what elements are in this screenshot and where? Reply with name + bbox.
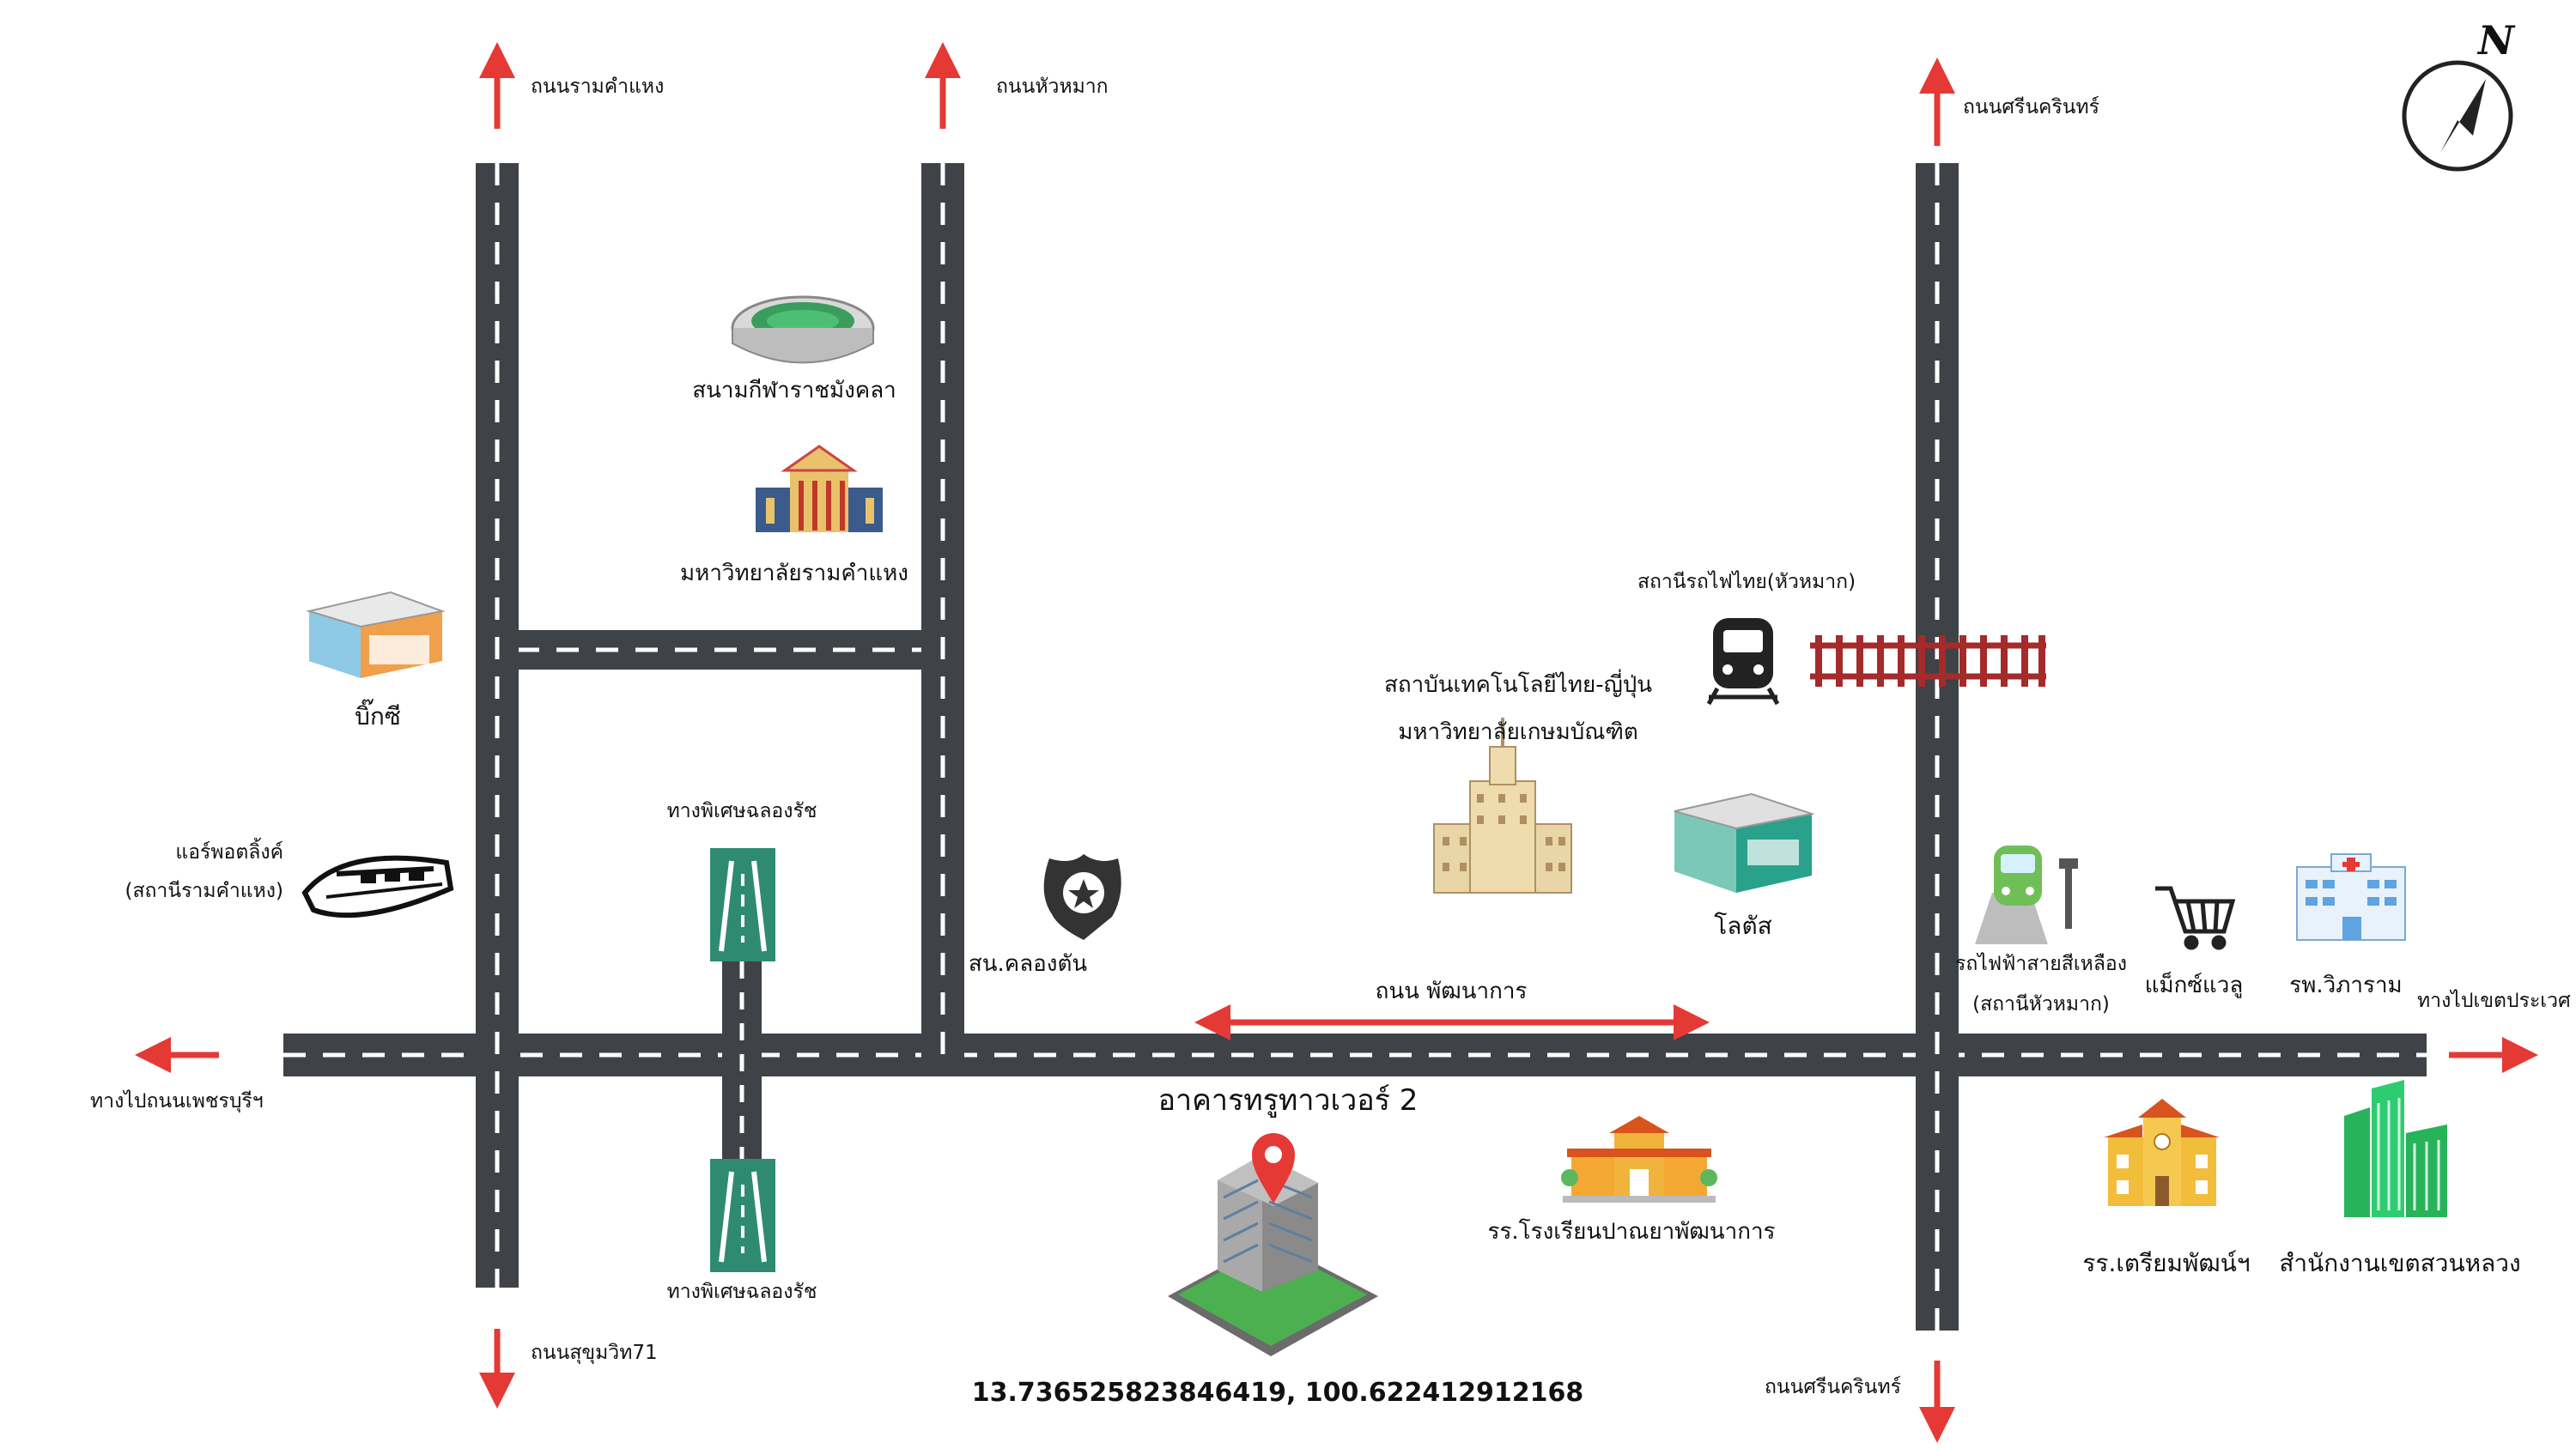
label-expressway-north: ทางพิเศษฉลองรัช: [666, 800, 817, 822]
label-to-prawet: ทางไปเขตประเวศ: [2417, 990, 2571, 1012]
university-icon: [756, 445, 883, 532]
yellow-line-train-icon: [1975, 846, 2078, 944]
label-yellow-line: รถไฟฟ้าสายสีเหลือง: [1955, 953, 2127, 975]
railway-track-icon: [1810, 635, 2046, 687]
label-big-c: บิ๊กซี: [355, 702, 401, 731]
label-makro: แม็กซ์แวลู: [2144, 973, 2244, 998]
label-district-office: สำนักงานเขตสวนหลวง: [2279, 1249, 2521, 1277]
bigc-building-icon: [306, 591, 446, 678]
label-ramkhamhaeng-university: มหาวิทยาลัยรามคำแหง: [680, 561, 908, 586]
expressway-sign-north-icon: [710, 848, 775, 961]
train-icon: [1706, 618, 1780, 706]
expressway-sign-south-icon: [710, 1159, 775, 1272]
direction-arrows: [135, 42, 2538, 1443]
label-rajamangala-stadium: สนามกีฬาราชมังคลา: [692, 378, 896, 403]
location-pin-icon: [1252, 1133, 1295, 1203]
label-road-sukhumvit71: ถนนสุขุมวิท71: [531, 1342, 658, 1364]
label-panyapatthanakan-school: รร.โรงเรียนปาณยาพัฒนาการ: [1487, 1219, 1776, 1245]
label-train-station: สถานีรถไฟไทย(หัวหมาก): [1637, 571, 1856, 593]
label-tni: สถาบันเทคโนโลยีไทย-ญี่ปุ่น: [1383, 672, 1653, 698]
label-lotus: โลตัส: [1714, 912, 1772, 940]
police-badge-icon: [1043, 854, 1121, 940]
label-triam-school: รร.เตรียมพัฒน์ฯ: [2082, 1249, 2251, 1277]
label-airport-link-name: แอร์พอตลิ้งค์: [175, 841, 283, 864]
label-destination: อาคารทรูทาวเวอร์ 2: [1157, 1083, 1419, 1118]
lotus-building-icon: [1674, 792, 1815, 893]
label-airport-link-station: (สถานีรามคำแหง): [125, 880, 284, 902]
label-to-phetchaburi: ทางไปถนนเพชรบุรีฯ: [90, 1090, 264, 1113]
label-road-ramkhamhaeng: ถนนรามคำแหง: [531, 76, 665, 98]
label-road-phatthanakan: ถนน พัฒนาการ: [1375, 979, 1528, 1004]
office-buildings-icon: [2344, 1080, 2447, 1217]
roads: [283, 163, 2427, 1331]
label-coordinates: 13.736525823846419, 100.622412912168: [971, 1378, 1584, 1408]
label-police-station: สน.คลองตัน: [968, 951, 1088, 977]
label-road-huamak: ถนนหัวหมาก: [996, 76, 1109, 98]
label-yellow-line-station: (สถานีหัวหมาก): [1972, 993, 2110, 1016]
stadium-icon: [731, 295, 875, 364]
university-tower-icon: [1433, 718, 1572, 894]
school-icon: [1561, 1116, 1717, 1203]
label-road-srinakarin-south: ถนนศรีนครินทร์: [1765, 1376, 1902, 1398]
label-kasem-bundit: มหาวิทยาลัยเกษมบัณฑิต: [1398, 719, 1638, 745]
shopping-cart-icon: [2155, 886, 2236, 950]
label-hospital: รพ.วิภาราม: [2289, 973, 2403, 998]
compass-icon: [2402, 60, 2513, 172]
north-label: N: [2478, 17, 2515, 64]
label-expressway-south: ทางพิเศษฉลองรัช: [666, 1281, 817, 1303]
hospital-icon: [2296, 853, 2406, 941]
road-srinakarin: [1916, 163, 1959, 1331]
school-building-icon: [2104, 1099, 2220, 1206]
label-road-srinakarin-north: ถนนศรีนครินทร์: [1963, 96, 2100, 118]
airport-link-train-icon: [301, 855, 454, 919]
